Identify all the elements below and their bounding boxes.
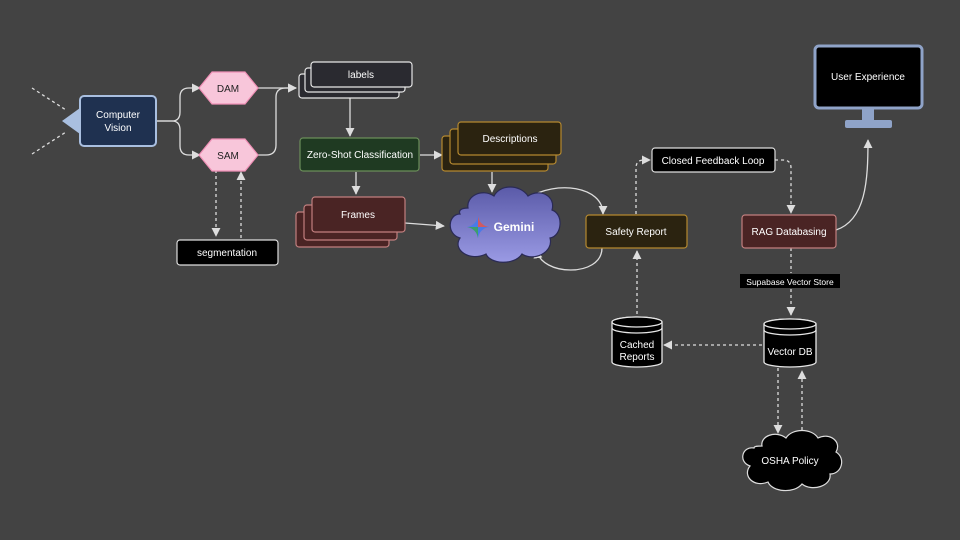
cloud-icon bbox=[742, 429, 843, 492]
edge-sam-labels bbox=[256, 83, 297, 156]
edge-feedback-rag bbox=[775, 159, 796, 214]
segmentation-label: segmentation bbox=[197, 248, 257, 259]
cloud-icon bbox=[449, 186, 561, 263]
sam-node[interactable]: SAM bbox=[198, 138, 259, 172]
supabase-vector-store-tag: Supabase Vector Store bbox=[740, 274, 840, 288]
edge-cv-sam bbox=[157, 120, 201, 160]
edge-safety-gemini bbox=[533, 247, 603, 271]
vector-db-node[interactable]: Vector DB bbox=[763, 318, 817, 368]
user-experience-label: User Experience bbox=[831, 72, 905, 83]
edge-safety-feedback bbox=[635, 155, 651, 214]
frames-label: Frames bbox=[341, 210, 375, 221]
closed-feedback-loop-label: Closed Feedback Loop bbox=[662, 156, 765, 167]
zero-shot-classification-label: Zero-Shot Classification bbox=[307, 150, 413, 161]
frames-node[interactable]: Frames bbox=[295, 196, 406, 248]
supabase-vector-store-label: Supabase Vector Store bbox=[746, 277, 834, 287]
camera-fov-top bbox=[31, 87, 67, 111]
labels-node[interactable]: labels bbox=[298, 61, 413, 99]
camera-icon bbox=[62, 108, 80, 134]
safety-report-node[interactable]: Safety Report bbox=[585, 214, 688, 249]
zero-shot-classification-node[interactable]: Zero-Shot Classification bbox=[299, 137, 420, 172]
descriptions-node[interactable]: Descriptions bbox=[441, 121, 562, 172]
segmentation-node[interactable]: segmentation bbox=[176, 239, 279, 266]
vector-db-label: Vector DB bbox=[767, 347, 812, 358]
sam-label: SAM bbox=[217, 151, 239, 162]
osha-policy-label: OSHA Policy bbox=[761, 456, 818, 467]
edge-frames-gemini bbox=[404, 220, 445, 230]
gemini-node[interactable]: Gemini bbox=[449, 186, 561, 263]
dam-label: DAM bbox=[217, 84, 239, 95]
closed-feedback-loop-node[interactable]: Closed Feedback Loop bbox=[651, 147, 776, 173]
edge-rag-ux bbox=[835, 139, 873, 231]
connectors bbox=[31, 83, 873, 436]
labels-label: labels bbox=[348, 70, 374, 81]
rag-databasing-node[interactable]: RAG Databasing bbox=[741, 214, 837, 249]
rag-databasing-label: RAG Databasing bbox=[751, 227, 826, 238]
user-experience-node[interactable]: User Experience bbox=[813, 44, 924, 128]
gemini-label: Gemini bbox=[494, 220, 535, 234]
dam-node[interactable]: DAM bbox=[198, 71, 259, 105]
safety-report-label: Safety Report bbox=[605, 227, 666, 238]
edge-cv-dam bbox=[157, 83, 201, 122]
osha-policy-node[interactable]: OSHA Policy bbox=[742, 429, 843, 492]
descriptions-label: Descriptions bbox=[482, 134, 537, 145]
camera-fov-bottom bbox=[31, 131, 67, 155]
